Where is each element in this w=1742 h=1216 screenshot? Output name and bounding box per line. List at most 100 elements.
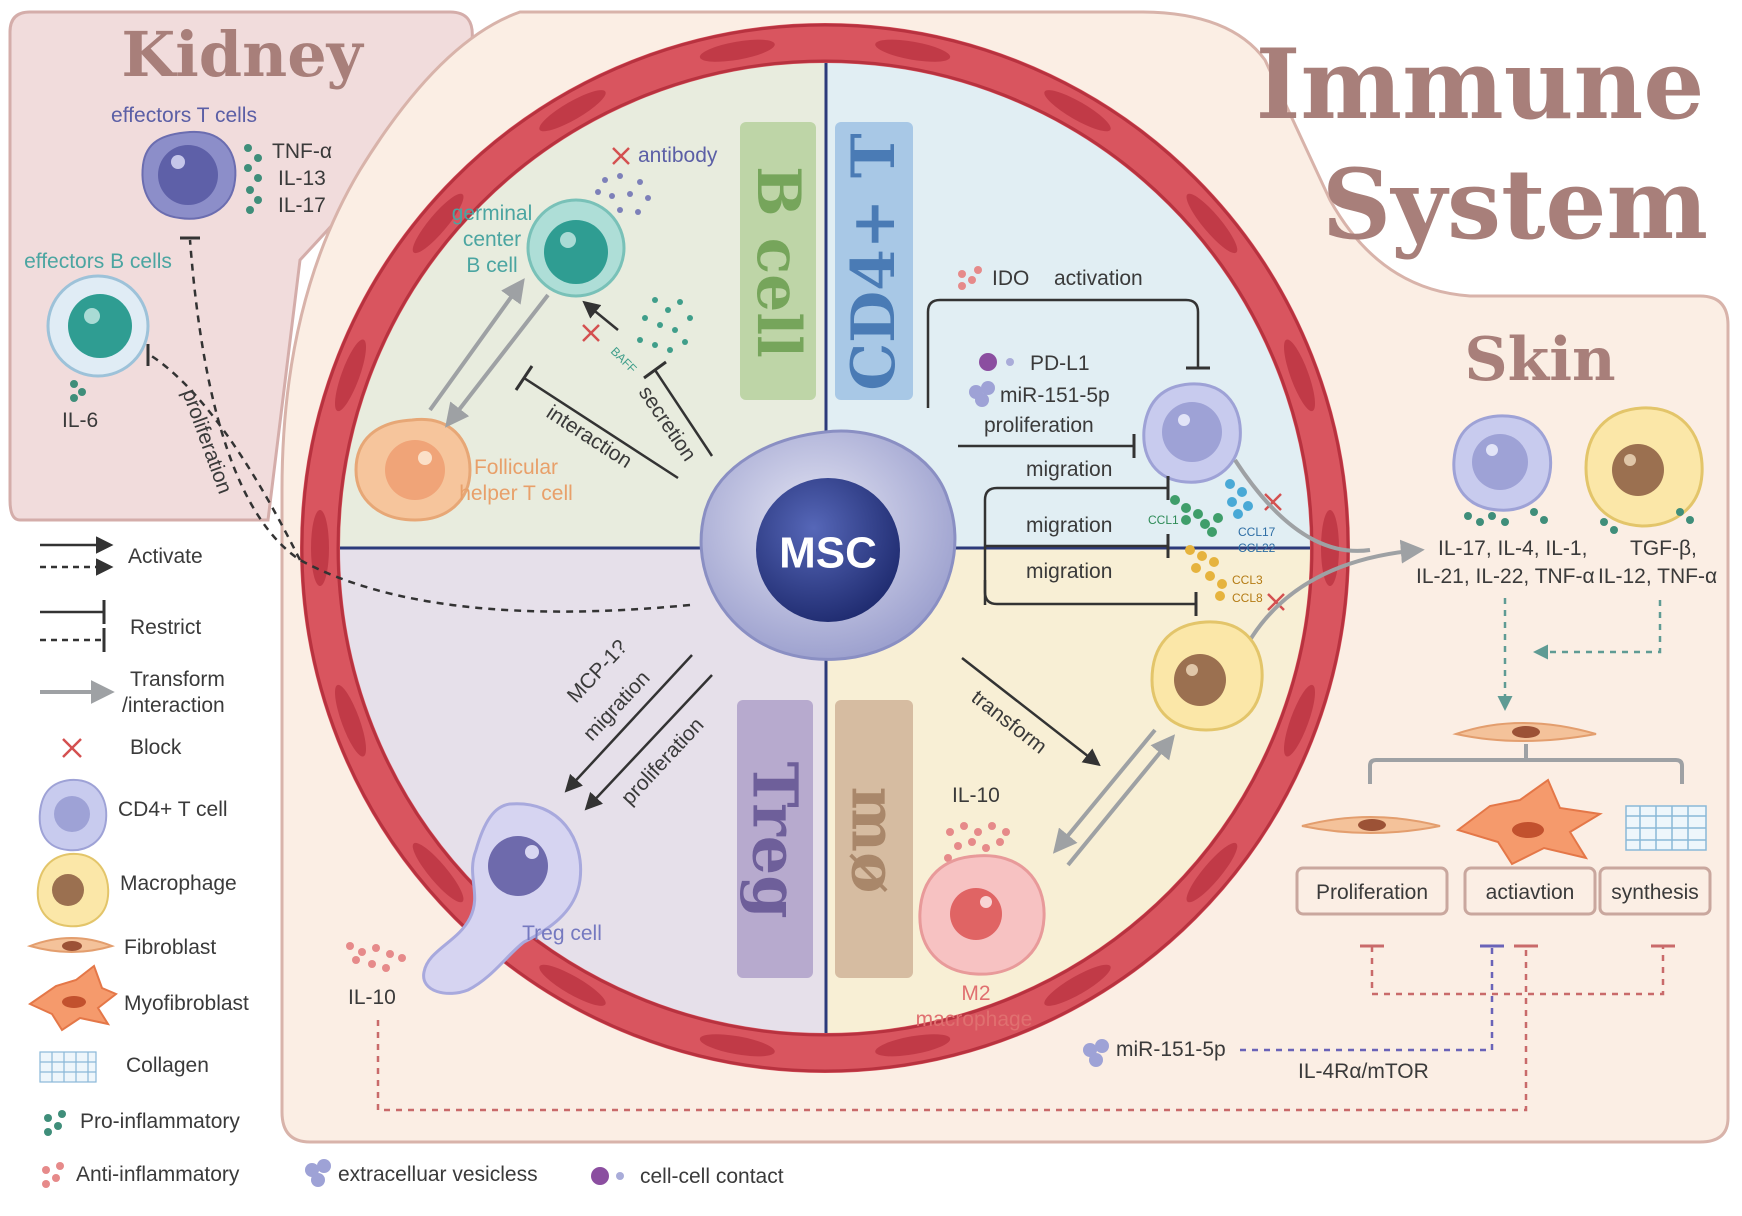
legend-macrophage-icon	[36, 852, 110, 928]
skin-box-synthesis	[1598, 866, 1712, 916]
vesicle-icon-cd4	[969, 381, 995, 407]
pro-inflammatory-dots-kidney	[244, 144, 262, 214]
endothelial-cell	[412, 193, 464, 254]
follicular-label-1: Follicular	[474, 456, 558, 479]
mac-tile	[835, 700, 913, 978]
legend-transform-1: Transform	[130, 668, 225, 691]
treg-cell-label: Treg cell	[522, 922, 602, 945]
legend-myofibroblast-icon	[27, 964, 118, 1032]
skin-cytokines-2b: IL-12, TNF-α	[1598, 565, 1717, 588]
germinal-label-3: B cell	[466, 254, 517, 277]
kidney-il17: IL-17	[278, 194, 326, 217]
effector-b-cell	[46, 274, 150, 378]
legend-pro: Pro-inflammatory	[80, 1110, 240, 1133]
legend-anti: Anti-inflammatory	[76, 1163, 240, 1186]
skin-cytokines-1b: IL-21, IL-22, TNF-α	[1416, 565, 1595, 588]
m2-label-1: M2	[961, 982, 990, 1005]
skin-fibroblast-small	[1301, 816, 1441, 834]
cd4-t-cell-main	[1142, 382, 1242, 484]
treg-tile	[737, 700, 813, 978]
legend-contact-icon	[591, 1167, 624, 1185]
skin-macrophage-cell	[1584, 406, 1704, 528]
endothelial-cell	[539, 964, 606, 1006]
activate-mcp-migration	[564, 654, 693, 793]
endothelial-cell	[334, 339, 367, 412]
skin-restrict-il10	[376, 946, 1528, 1112]
germinal-label-2: center	[463, 228, 521, 251]
title-system: System	[1322, 148, 1708, 261]
endothelial-cell	[1044, 964, 1111, 1006]
ccl3-dots	[1185, 545, 1227, 601]
legend-vesicle: extracelluar vesicless	[338, 1163, 538, 1186]
transform-fhtc-germinal	[428, 278, 525, 412]
follicular-label-2: helper T cell	[459, 482, 573, 505]
endothelial-cell	[699, 39, 775, 62]
skin-cd4-cell	[1452, 414, 1553, 512]
skin-restrict-purple	[1240, 946, 1494, 1052]
ccl1-dots	[1170, 495, 1223, 537]
endothelial-cell	[875, 39, 951, 62]
skin-cytokines-1a: IL-17, IL-4, IL-1,	[1438, 537, 1587, 560]
restrict-interaction	[523, 376, 679, 480]
restrict-migration-1	[983, 486, 1168, 605]
endothelial-cell	[1186, 842, 1238, 903]
skin-myofibroblast	[1455, 778, 1603, 866]
legend-myofibroblast: Myofibroblast	[124, 992, 249, 1015]
bcell-antibody: antibody	[638, 144, 718, 167]
activate-transform	[961, 657, 1101, 767]
title-kidney: Kidney	[121, 18, 364, 91]
cd4-ido: IDO	[992, 267, 1029, 290]
vesicle-icon-bottom	[1083, 1039, 1109, 1067]
legend-block: Block	[130, 736, 182, 759]
bottom-mir: miR-151-5p	[1116, 1038, 1226, 1061]
endothelial-cell	[412, 842, 464, 903]
effector-t-cell	[141, 130, 237, 220]
title-skin: Skin	[1464, 325, 1615, 395]
legend-macrophage: Macrophage	[120, 872, 237, 895]
block-cross-mac	[1267, 593, 1285, 611]
endothelial-cell	[1044, 90, 1111, 132]
kidney-il6: IL-6	[62, 409, 98, 432]
legend: Activate Restrict Transform /interaction…	[26, 536, 249, 1136]
germinal-b-cell	[526, 198, 626, 298]
block-cross-antibody	[612, 147, 630, 165]
legend-anti-icon	[42, 1162, 64, 1188]
skin-box-3-label: synthesis	[1611, 881, 1699, 904]
follicular-helper-cell	[354, 417, 472, 522]
anti-dots-mac	[944, 822, 1010, 862]
skin-restrict-pink	[1370, 946, 1665, 996]
legend-activate: Activate	[128, 545, 203, 568]
endothelial-cell	[1186, 193, 1238, 254]
bottom-il4: IL-4Rα/mTOR	[1298, 1060, 1429, 1083]
legend-fibroblast-icon	[26, 937, 116, 953]
mac-il10: IL-10	[952, 784, 1000, 807]
endothelial-cell	[1283, 339, 1316, 412]
restrict-migration-3	[983, 580, 1196, 606]
endothelial-cell	[875, 1034, 951, 1057]
cd4-tile	[835, 122, 913, 400]
endothelial-cell	[539, 90, 606, 132]
cd4-migration-2: migration	[1026, 514, 1112, 537]
legend-cd4-icon	[38, 778, 108, 852]
skin-dash-2	[1533, 600, 1662, 660]
msc-kidney-dashed	[188, 239, 691, 613]
cd4-ccl8: CCL8	[1232, 591, 1263, 605]
anti-dots-ido	[958, 266, 982, 290]
cd4-migration-1: migration	[1026, 458, 1112, 481]
ccl17-dots	[1225, 479, 1253, 519]
transform-m2-to-mac	[1066, 734, 1176, 867]
m2-label-2: macrophage	[916, 1008, 1033, 1031]
cd4-activation: activation	[1054, 267, 1143, 290]
kidney-tnf: TNF-α	[272, 140, 332, 163]
cd4-proliferation: proliferation	[984, 414, 1094, 437]
cell-contact-icon	[979, 353, 997, 371]
skin-box-2-label: actiavtion	[1486, 881, 1575, 904]
cd4-sector-label: CD4+ T	[839, 133, 909, 391]
legend-restrict: Restrict	[130, 616, 201, 639]
legend-collagen: Collagen	[126, 1054, 209, 1077]
effector-b-label: effectors B cells	[24, 250, 172, 273]
legend-fibroblast: Fibroblast	[124, 936, 216, 959]
anti-dots-treg	[346, 942, 406, 972]
activate-treg-proliferation	[584, 674, 713, 811]
